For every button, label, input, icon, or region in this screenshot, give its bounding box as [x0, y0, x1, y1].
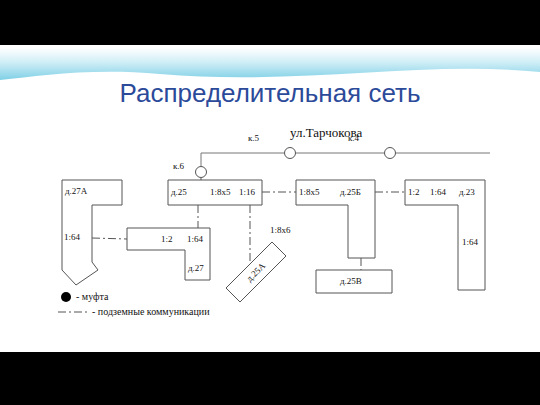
building: 1:2 1:64 д.27	[127, 228, 210, 280]
node-text: 1:8х6	[270, 226, 291, 235]
legend-dot-sample	[61, 292, 71, 302]
node-text: 1:8х5	[299, 188, 320, 197]
street-pipe	[296, 153, 384, 154]
node-text: д.27	[188, 264, 204, 273]
manhole-circle	[385, 148, 396, 159]
manhole-circle	[284, 147, 296, 159]
underground-line	[250, 205, 251, 264]
manhole: к.4	[384, 147, 396, 159]
underground-line	[262, 192, 296, 193]
bottom-bar	[0, 352, 540, 405]
node-text: 1:64	[430, 188, 446, 197]
node-text: д.25Б	[340, 188, 361, 197]
node-text: 1:64	[187, 235, 203, 244]
manhole-circle	[285, 148, 296, 159]
top-bar	[0, 0, 540, 45]
building-outline	[127, 228, 210, 280]
header-band	[0, 48, 540, 80]
node-text: д.25В	[340, 277, 362, 286]
manhole: к.5	[284, 147, 296, 159]
building-outline	[316, 270, 392, 293]
node-text: д.25	[171, 188, 187, 197]
street-pipe	[201, 153, 284, 166]
manhole-circle	[195, 166, 207, 178]
underground-line	[375, 192, 405, 193]
building: д.27А 1:64	[62, 180, 122, 285]
legend-line-sample	[58, 312, 88, 313]
node-text: к.4	[348, 134, 359, 143]
node-text: 1:64	[64, 233, 80, 242]
manhole: к.6	[195, 166, 207, 178]
building-outline	[62, 180, 122, 285]
node-text: 1:2	[161, 235, 173, 244]
node-text: к.6	[173, 162, 184, 171]
node-text: к.5	[248, 134, 259, 143]
legend-text: - подземные коммуникации	[92, 307, 210, 317]
node-text: 1:16	[239, 188, 255, 197]
building: д.25В	[316, 270, 392, 293]
node-text: 1:2	[408, 188, 420, 197]
building: 1:8х6д.25А	[226, 242, 286, 302]
legend-text: - муфта	[76, 292, 108, 302]
building-outline	[296, 180, 375, 258]
manhole-circle	[196, 167, 207, 178]
slide-title: Распределительная сеть	[0, 78, 540, 109]
building: д.25 1:8х5 1:16	[168, 180, 262, 205]
manhole-circle	[384, 147, 396, 159]
building-outline	[168, 180, 262, 205]
underground-line	[198, 205, 199, 228]
underground-line	[92, 238, 127, 239]
building-outline	[226, 242, 286, 302]
node-text: д.27А	[65, 187, 87, 196]
node-text: д.23	[459, 188, 475, 197]
building: 1:8х5 д.25Б	[296, 180, 375, 258]
node-text: 1:64	[462, 238, 478, 247]
node-text: 1:8х5	[210, 188, 231, 197]
building-outline	[405, 180, 485, 290]
building: 1:2 1:64 д.23 1:64	[405, 180, 485, 290]
street-line	[396, 153, 490, 154]
underground-line	[361, 258, 362, 270]
